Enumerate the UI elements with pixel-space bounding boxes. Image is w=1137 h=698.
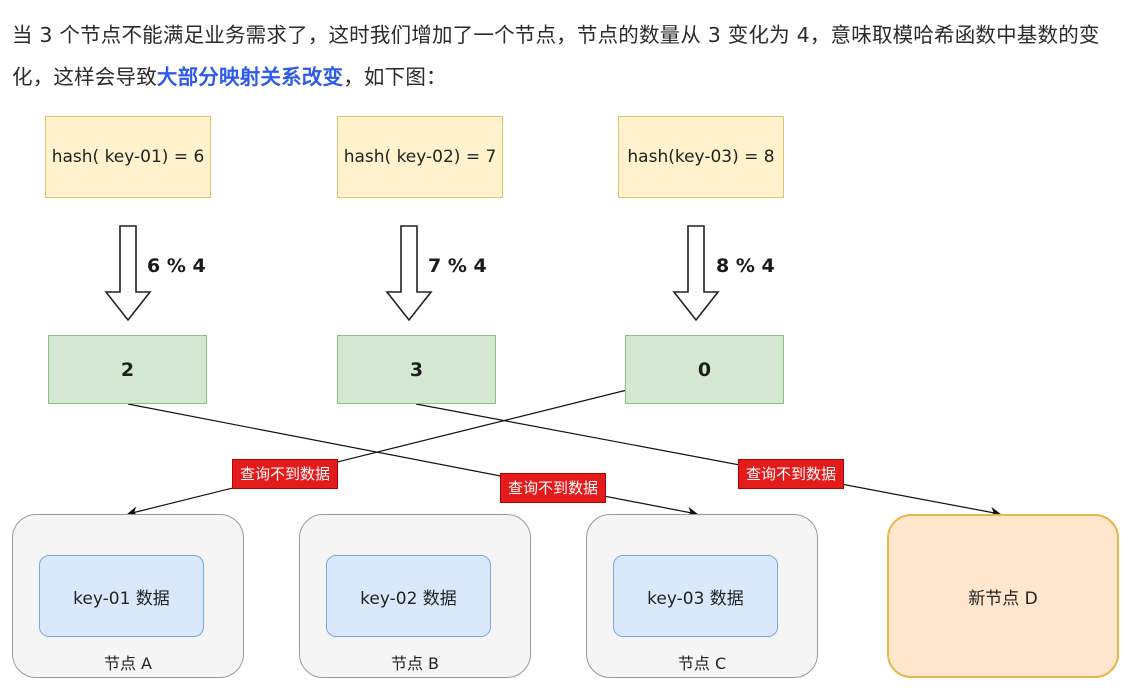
- error-label-1: 查询不到数据: [232, 459, 339, 489]
- error-label-2: 查询不到数据: [500, 473, 607, 503]
- hash-box-key-02: hash( key-02) = 7: [337, 116, 503, 198]
- down-arrow-2: [385, 225, 433, 322]
- hash-box-key-01: hash( key-01) = 6: [45, 116, 211, 198]
- node-label-b: 节点 B: [390, 654, 440, 673]
- new-node-label: 新节点 D: [968, 588, 1038, 609]
- result-value-2: 3: [409, 358, 424, 381]
- node-d-new: 新节点 D: [887, 514, 1119, 678]
- hash-text-3: hash(key-03) = 8: [627, 147, 775, 167]
- result-value-1: 2: [120, 358, 135, 381]
- mod-label-3: 8 % 4: [716, 255, 775, 277]
- data-text-2: key-02 数据: [360, 588, 457, 609]
- hash-box-key-03: hash(key-03) = 8: [618, 116, 784, 198]
- mapping-line-3-to-d: [415, 403, 1002, 518]
- result-value-3: 0: [697, 358, 712, 381]
- down-arrow-1: [104, 225, 152, 322]
- data-box-key-01: key-01 数据: [39, 555, 204, 637]
- data-text-1: key-01 数据: [73, 588, 170, 609]
- mod-label-2: 7 % 4: [428, 255, 487, 277]
- result-box-3: 0: [625, 335, 784, 404]
- mapping-line-0-to-a: [126, 389, 628, 517]
- hash-text-2: hash( key-02) = 7: [343, 147, 497, 167]
- data-text-3: key-03 数据: [647, 588, 744, 609]
- mapping-line-2-to-c: [127, 403, 699, 518]
- node-label-c: 节点 C: [677, 654, 727, 673]
- hash-text-1: hash( key-01) = 6: [51, 147, 205, 167]
- mod-label-1: 6 % 4: [147, 255, 206, 277]
- error-label-3: 查询不到数据: [738, 459, 845, 489]
- node-label-a: 节点 A: [103, 654, 153, 673]
- data-box-key-02: key-02 数据: [326, 555, 491, 637]
- intro-paragraph: 当 3 个节点不能满足业务需求了，这时我们增加了一个节点，节点的数量从 3 变化…: [12, 14, 1127, 98]
- intro-text-2: ，如下图：: [343, 65, 447, 89]
- down-arrow-3: [672, 225, 720, 322]
- result-box-2: 3: [337, 335, 496, 404]
- data-box-key-03: key-03 数据: [613, 555, 778, 637]
- intro-highlight: 大部分映射关系改变: [156, 65, 344, 89]
- result-box-1: 2: [48, 335, 207, 404]
- intro-text-1: 当 3 个节点不能满足业务需求了，这时我们增加了一个节点，节点的数量从 3 变化…: [12, 23, 1100, 89]
